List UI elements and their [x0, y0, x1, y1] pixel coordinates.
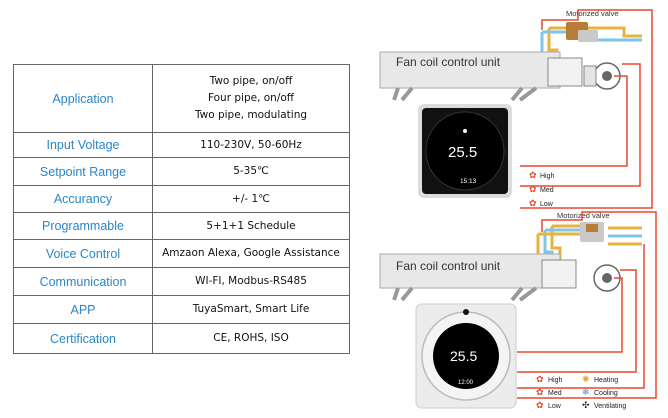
mode-heating: Heating	[594, 377, 618, 384]
top-legend-high: High	[540, 173, 555, 180]
spec-row: Certification CE, ROHS, ISO	[13, 323, 350, 354]
bottom-display-time: 12:00	[458, 380, 474, 386]
svg-text:✿: ✿	[529, 170, 537, 180]
spec-label: Application	[13, 64, 153, 133]
bottom-legend-med: Med	[548, 390, 562, 397]
heating-icon: ✺	[582, 374, 590, 384]
top-legend-med: Med	[540, 187, 554, 194]
spec-value-line: Two pipe, on/off	[209, 75, 293, 87]
mode-cooling: Cooling	[594, 390, 618, 397]
ventilating-icon: ✣	[582, 400, 590, 410]
spec-value-line: WI-FI, Modbus-RS485	[195, 275, 307, 287]
top-wiring-diagram: Motorized valve Fan coil control unit 25…	[379, 9, 653, 209]
spec-label: Voice Control	[13, 239, 153, 268]
spec-row: Communication WI-FI, Modbus-RS485	[13, 267, 350, 296]
spec-row: Accurancy +/- 1℃	[13, 185, 350, 213]
bottom-wiring-diagram: Motorized valve Fan coil control unit 25…	[379, 211, 657, 410]
bottom-fan-coil-unit	[379, 253, 561, 289]
spec-value: TuyaSmart, Smart Life	[152, 295, 350, 324]
svg-text:✿: ✿	[536, 387, 544, 397]
bottom-legend-low: Low	[548, 403, 562, 410]
spec-label: Accurancy	[13, 185, 153, 213]
top-display-time: 15:13	[460, 178, 477, 185]
spec-row: Setpoint Range 5-35℃	[13, 157, 350, 186]
spec-label: Communication	[13, 267, 153, 296]
spec-value-line: 5-35℃	[233, 165, 269, 177]
spec-label: APP	[13, 295, 153, 324]
spec-value: WI-FI, Modbus-RS485	[152, 267, 350, 296]
top-fan-coil-unit	[379, 51, 561, 89]
svg-text:✿: ✿	[536, 374, 544, 384]
spec-value-line: +/- 1℃	[232, 192, 270, 205]
spec-value-line: Two pipe, modulating	[194, 109, 308, 121]
top-valve-label: Motorized valve	[566, 9, 619, 18]
svg-text:✿: ✿	[529, 198, 537, 208]
spec-value-line: Amzaon Alexa, Google Assistance	[162, 247, 340, 259]
top-legend-low: Low	[540, 201, 554, 208]
top-display-temp: 25.5	[448, 144, 477, 161]
top-unit-label: Fan coil control unit	[396, 55, 501, 69]
spec-row: APP TuyaSmart, Smart Life	[13, 295, 350, 324]
cooling-icon: ❄	[582, 387, 590, 397]
wiring-diagram: Motorized valve Fan coil control unit 25…	[352, 0, 668, 418]
svg-text:✿: ✿	[536, 400, 544, 410]
spec-value: +/- 1℃	[152, 185, 350, 213]
spec-value-line: CE, ROHS, ISO	[213, 332, 289, 344]
bottom-unit-label: Fan coil control unit	[396, 259, 501, 273]
spec-value-line: TuyaSmart, Smart Life	[192, 303, 310, 315]
spec-label: Setpoint Range	[13, 157, 153, 186]
spec-value: 5+1+1 Schedule	[152, 212, 350, 240]
spec-value: 5-35℃	[152, 157, 350, 186]
spec-label: Programmable	[13, 212, 153, 240]
spec-label: Input Voltage	[13, 132, 153, 158]
bottom-display-temp: 25.5	[450, 348, 477, 364]
bottom-valve-label: Motorized valve	[557, 211, 610, 220]
spec-value: 110-230V, 50-60Hz	[152, 132, 350, 158]
bottom-legend-high: High	[548, 377, 563, 384]
spec-row: Programmable 5+1+1 Schedule	[13, 212, 350, 240]
spec-value: Amzaon Alexa, Google Assistance	[152, 239, 350, 268]
spec-value-line: Four pipe, on/off	[207, 92, 295, 104]
spec-value-line: 5+1+1 Schedule	[206, 219, 296, 232]
spec-value: CE, ROHS, ISO	[152, 323, 350, 354]
spec-row: Input Voltage 110-230V, 50-60Hz	[13, 132, 350, 158]
top-thermostat-dial	[425, 111, 505, 191]
spec-label: Certification	[13, 323, 153, 354]
spec-value-line: 110-230V, 50-60Hz	[200, 138, 302, 151]
mode-ventilating: Ventilating	[594, 403, 626, 410]
svg-text:✿: ✿	[529, 184, 537, 194]
spec-row: Voice Control Amzaon Alexa, Google Assist…	[13, 239, 350, 268]
